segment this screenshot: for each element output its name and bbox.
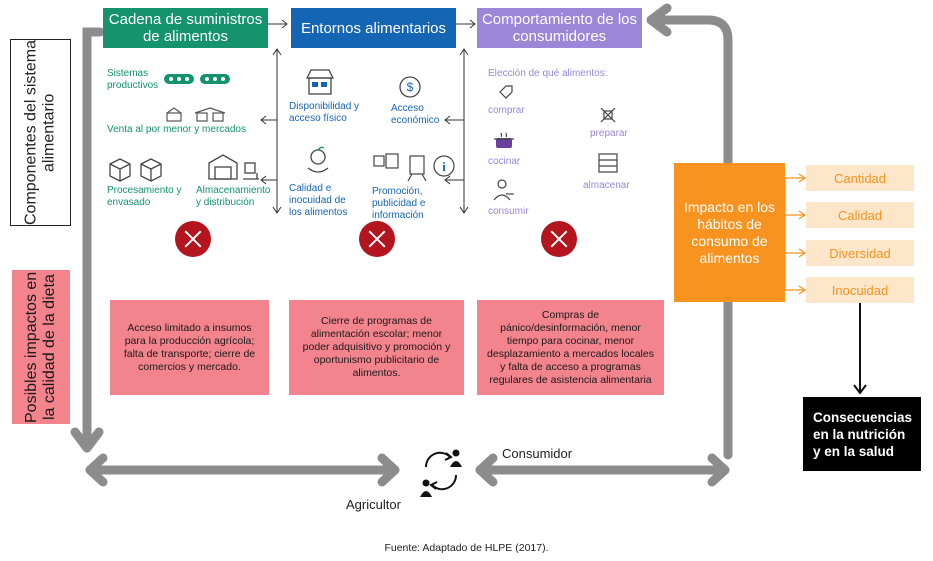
prepare-icon bbox=[600, 107, 616, 123]
buy-label: comprar bbox=[488, 105, 525, 116]
behavior-impact-box: Compras de pánico/desinformación, menor … bbox=[477, 300, 664, 395]
farmer-label: Agricultor bbox=[346, 497, 401, 512]
store-icon bbox=[598, 153, 618, 173]
retail-icon bbox=[166, 107, 226, 122]
processing-label: Procesamiento y envasado bbox=[107, 185, 182, 208]
production-icon bbox=[164, 74, 230, 84]
consume-icon bbox=[493, 179, 514, 201]
dimension-quality: Calidad bbox=[806, 202, 914, 228]
processing-icon bbox=[109, 158, 162, 182]
behavior-x-mark bbox=[541, 221, 577, 257]
environments-x-mark bbox=[359, 221, 395, 257]
cook-icon bbox=[494, 132, 514, 148]
production-label: Sistemas productivos bbox=[107, 68, 159, 91]
availability-icon bbox=[305, 69, 335, 95]
consume-label: consumir bbox=[488, 206, 529, 217]
availability-label: Disponibilidad y acceso físico bbox=[289, 101, 360, 124]
dimension-quantity: Cantidad bbox=[806, 165, 914, 191]
retail-label: Venta al por menor y mercados bbox=[107, 124, 246, 135]
store-label: almacenar bbox=[583, 180, 630, 191]
food-environments-header: Entornos alimentarios bbox=[291, 8, 456, 48]
economic-label: Acceso económico bbox=[391, 103, 440, 126]
components-label: Componentes del sistema alimentario bbox=[10, 39, 71, 226]
quality-icon bbox=[307, 146, 329, 173]
quality-label: Calidad e inocuidad de los alimentos bbox=[289, 183, 348, 218]
dimension-diversity: Diversidad bbox=[806, 240, 914, 266]
svg-text:i: i bbox=[442, 159, 446, 174]
cook-label: cocinar bbox=[488, 156, 521, 167]
supply-impact-box: Acceso limitado a insumos para la produc… bbox=[110, 300, 269, 395]
dimension-safety: Inocuidad bbox=[806, 277, 914, 303]
consequences-box: Consecuencias en la nutrición y en la sa… bbox=[803, 397, 921, 471]
choice-label: Elección de qué alimentos: bbox=[488, 68, 608, 79]
storage-label: Almacenamiento y distribución bbox=[196, 185, 271, 208]
farmer-consumer-cycle-icon bbox=[420, 449, 462, 497]
buy-icon bbox=[499, 85, 513, 99]
environments-impact-box: Cierre de programas de alimentación esco… bbox=[289, 300, 464, 395]
consumer-behavior-header: Comportamiento de los consumidores bbox=[477, 8, 642, 48]
economic-icon: $ bbox=[399, 76, 421, 98]
consumption-impact-box: Impacto en los hábitos de consumo de ali… bbox=[674, 163, 785, 302]
impacts-label: Posibles impactos en la calidad de la di… bbox=[12, 270, 70, 424]
prepare-label: preparar bbox=[590, 128, 628, 139]
svg-text:$: $ bbox=[407, 80, 414, 94]
storage-icon bbox=[208, 154, 259, 180]
source-note: Fuente: Adaptado de HLPE (2017). bbox=[384, 542, 549, 554]
supply-chain-header: Cadena de suministros de alimentos bbox=[103, 8, 268, 48]
supply-x-mark bbox=[175, 221, 211, 257]
promotion-label: Promoción, publicidad e información bbox=[372, 186, 426, 221]
consumer-label: Consumidor bbox=[502, 446, 573, 461]
promotion-icon: i bbox=[373, 153, 455, 182]
